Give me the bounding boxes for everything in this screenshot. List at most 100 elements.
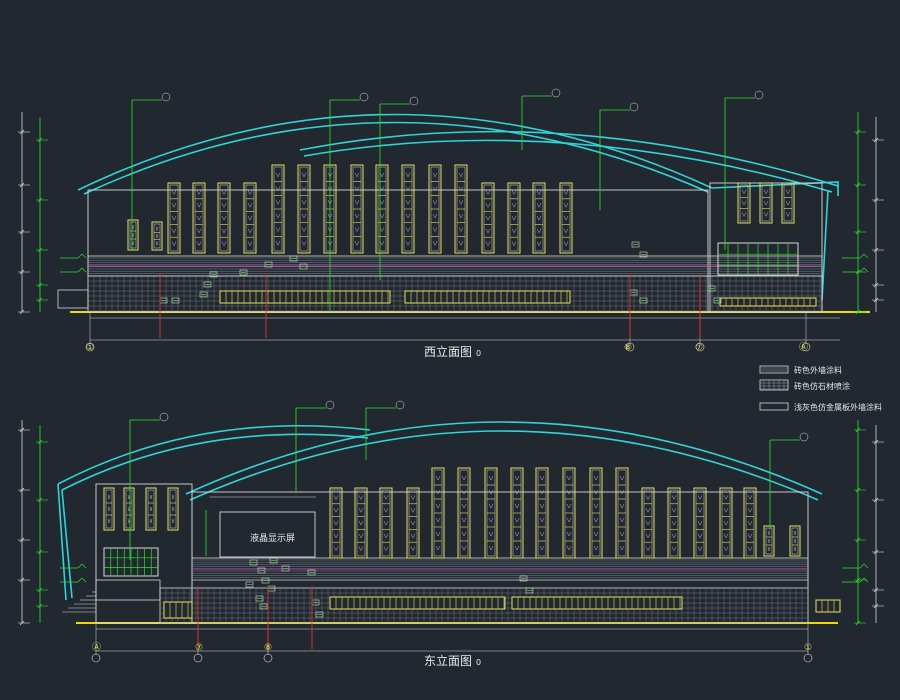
window-sash-mark — [566, 531, 572, 537]
window-sash-mark — [358, 508, 364, 513]
window-sash-mark — [458, 186, 464, 191]
window-sash-mark — [435, 531, 441, 537]
window-sash-mark — [333, 546, 339, 552]
window-inner-frame — [483, 184, 493, 252]
tall-window — [431, 467, 445, 559]
dimension-slash — [19, 620, 25, 626]
window-sash-mark — [333, 495, 339, 500]
window-sash-mark — [619, 545, 625, 551]
window-sash-mark — [593, 475, 599, 481]
dimension-slash — [873, 439, 879, 445]
roof-curve — [57, 483, 67, 601]
window-sash-mark — [301, 241, 307, 246]
window-sash-mark — [405, 186, 411, 191]
window-sash-mark — [301, 213, 307, 219]
window-sash-mark — [563, 215, 569, 221]
window-sash-mark — [485, 190, 491, 195]
window-sash-mark — [149, 518, 153, 524]
annotation-bubble — [161, 92, 171, 102]
window-sash-mark — [171, 241, 177, 247]
west-axis-label-2: ⑧ — [624, 343, 632, 353]
dimension-slash — [19, 309, 25, 315]
window-sash-mark — [723, 533, 729, 539]
window-sash-mark — [741, 212, 747, 217]
roof-curve — [57, 424, 371, 485]
tall-window — [217, 182, 231, 254]
window-sash-mark — [747, 508, 753, 513]
roof-curve — [303, 139, 833, 193]
tall-window — [641, 487, 655, 559]
stair-block — [239, 269, 248, 276]
dimension-slash — [873, 197, 879, 203]
tall-window — [589, 467, 603, 559]
tall-window — [789, 525, 801, 557]
window-sash-mark — [488, 517, 494, 523]
window-sash-mark — [432, 186, 438, 191]
window-sash-mark — [619, 531, 625, 537]
window-sash-mark — [155, 233, 159, 239]
window-inner-frame — [129, 221, 137, 249]
window-sash-mark — [536, 228, 542, 234]
window-sash-mark — [793, 546, 797, 552]
window-sash-mark — [354, 200, 360, 205]
window-sash-mark — [536, 241, 542, 247]
east-elevation-title-suffix: 0 — [476, 658, 481, 667]
dimension-slash — [855, 487, 861, 493]
tall-window — [297, 164, 311, 254]
window-sash-mark — [435, 517, 441, 523]
window-sash-mark — [671, 508, 677, 513]
window-sash-mark — [539, 489, 545, 495]
tall-window — [481, 182, 495, 254]
legend-hatch-pattern — [761, 367, 787, 372]
tall-window — [379, 487, 393, 559]
window-sash-mark — [405, 172, 411, 178]
axis-bubble — [801, 342, 811, 352]
window-sash-mark — [511, 215, 517, 221]
tall-window — [562, 467, 576, 559]
tall-window — [350, 164, 364, 254]
east-axis-label-4: ① — [804, 643, 812, 653]
roof-curve — [185, 421, 823, 495]
dimension-slash — [855, 129, 861, 135]
window-sash-mark — [107, 494, 111, 500]
annotation-bubble — [551, 88, 561, 98]
window-sash-mark — [671, 546, 677, 552]
window-sash-mark — [333, 520, 339, 526]
stair-block — [209, 271, 218, 278]
dimension-slash — [855, 427, 861, 433]
window-inner-frame — [745, 489, 755, 557]
stair-block — [255, 595, 264, 602]
annotation-bubble — [159, 412, 169, 422]
window-sash-mark — [511, 228, 517, 234]
window-sash-mark — [247, 190, 253, 195]
stair-block — [259, 603, 268, 610]
window-sash-mark — [461, 517, 467, 523]
window-sash-mark — [485, 203, 491, 208]
dimension-slash — [873, 297, 879, 303]
tall-window — [535, 467, 549, 559]
tall-window — [763, 525, 775, 557]
tall-window — [406, 487, 420, 559]
tall-window — [559, 182, 573, 254]
dimension-slash — [37, 247, 43, 253]
wall-outline — [87, 189, 709, 313]
window-inner-frame — [561, 184, 571, 252]
dimension-slash — [855, 537, 861, 543]
window-sash-mark — [155, 226, 159, 231]
window-inner-frame — [245, 184, 255, 252]
window-sash-mark — [171, 518, 175, 524]
tall-window — [615, 467, 629, 559]
window-sash-mark — [619, 475, 625, 481]
window-sash-mark — [435, 545, 441, 551]
dimension-slash — [855, 309, 861, 315]
window-sash-mark — [149, 506, 153, 512]
stair-block — [639, 251, 648, 258]
window-sash-mark — [539, 517, 545, 523]
roof-curve — [77, 113, 713, 191]
window-sash-mark — [171, 190, 177, 195]
window-sash-mark — [458, 241, 464, 246]
level-triangle — [859, 577, 869, 583]
window-sash-mark — [563, 203, 569, 208]
dimension-slash — [37, 497, 43, 503]
